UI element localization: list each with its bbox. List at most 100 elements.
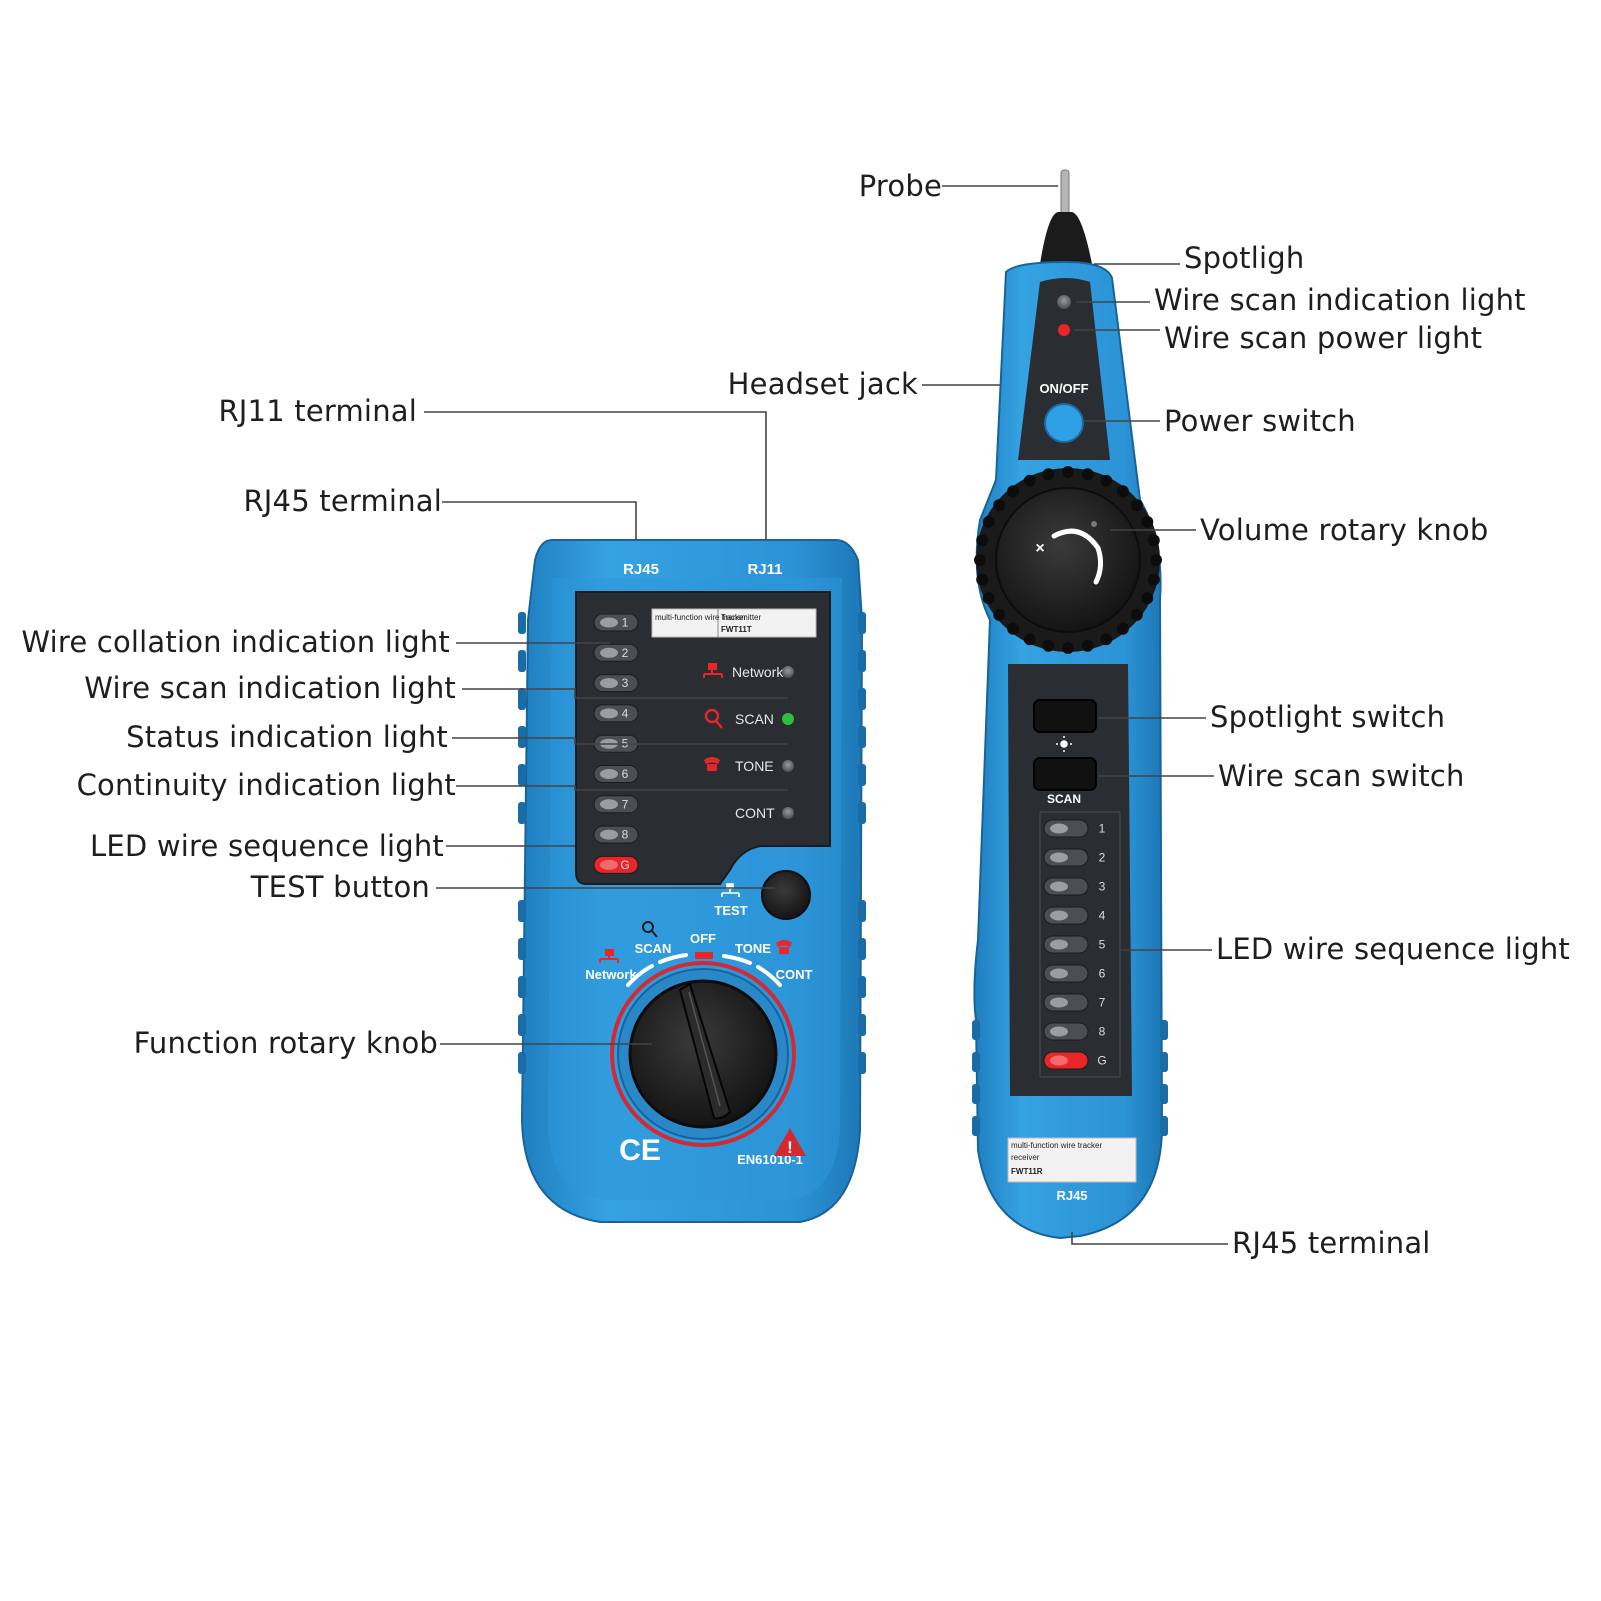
dial-scan-icon	[642, 921, 658, 938]
knob-ridge	[1062, 642, 1074, 654]
rx-led-number: 2	[1099, 851, 1106, 865]
knob-ridge	[1042, 468, 1055, 481]
label-continuity-light: Continuity indication light	[77, 768, 456, 802]
knob-ridge	[993, 499, 1006, 512]
knob-ridge	[976, 534, 989, 547]
dial-network-label: Network	[585, 967, 637, 982]
knob-ridge	[976, 573, 989, 586]
transmitter-grip-left	[518, 612, 526, 1074]
transmitter-grip-right	[858, 612, 866, 1074]
tx-led-number: 6	[622, 767, 629, 781]
knob-ridge	[1150, 554, 1162, 566]
knob-ridge	[1141, 592, 1154, 605]
label-rj11-terminal: RJ11 terminal	[218, 394, 417, 428]
scan-led	[782, 713, 794, 725]
tx-led-dot	[600, 647, 618, 658]
dial-off-marker	[695, 952, 713, 959]
rx-led-dot	[1050, 1055, 1068, 1066]
knob-ridge	[993, 608, 1006, 621]
rx-led-number: 1	[1099, 822, 1106, 836]
knob-ridge	[982, 592, 995, 605]
left-labels: RJ11 terminal RJ45 terminal Wire collati…	[21, 394, 456, 1060]
knob-ridge	[1023, 633, 1036, 646]
badge-tx-line2: Transmitter	[721, 613, 761, 622]
status-network-label: Network	[732, 664, 784, 680]
rx-led-dot	[1050, 881, 1068, 892]
label-status-light: Status indication light	[126, 720, 448, 754]
right-labels: Probe Spotligh Wire scan indication ligh…	[728, 169, 1570, 1260]
volume-rotary-knob[interactable]: ×	[974, 466, 1162, 654]
label-headset-jack: Headset jack	[728, 367, 918, 401]
warning-icon: !	[774, 1128, 806, 1157]
tx-led-number: 3	[622, 676, 629, 690]
rx-led-dot	[1050, 939, 1068, 950]
label-wire-scan-light-rx: Wire scan indication light	[1154, 283, 1526, 317]
spotlight-switch-button[interactable]	[1033, 699, 1097, 733]
tx-led-dot	[600, 678, 618, 689]
status-scan: SCAN	[704, 708, 794, 729]
badge-rx-line1: multi-function wire tracker	[1011, 1141, 1102, 1150]
label-volume-knob: Volume rotary knob	[1200, 513, 1488, 547]
label-function-knob: Function rotary knob	[134, 1026, 438, 1060]
leader-lines	[424, 185, 1228, 1245]
tx-led-number: 4	[622, 706, 629, 720]
test-button[interactable]: TEST	[714, 870, 811, 920]
dial-tone-label: TONE	[735, 941, 771, 956]
knob-ridge	[1007, 622, 1020, 635]
receiver-scan-indicator-led	[1057, 295, 1071, 309]
status-tone-label: TONE	[735, 758, 774, 774]
rx-led-dot	[1050, 968, 1068, 979]
rx-led-dot	[1050, 997, 1068, 1008]
label-spotlight-switch: Spotlight switch	[1210, 700, 1445, 734]
rx-led-dot	[1050, 1026, 1068, 1037]
tx-led-dot	[600, 799, 618, 810]
knob-ridge	[1042, 639, 1055, 652]
network-led	[782, 666, 794, 678]
label-wire-scan-switch: Wire scan switch	[1218, 759, 1465, 793]
badge-tx-line1: multi-function wire tracker	[655, 613, 746, 622]
dial-network-icon	[599, 949, 619, 963]
knob-ridge	[1081, 468, 1094, 481]
scan-switch-label: SCAN	[1047, 792, 1081, 806]
knob-ridge	[1116, 485, 1129, 498]
rx-led-number: 8	[1099, 1025, 1106, 1039]
rj45-port-label: RJ45	[623, 561, 659, 578]
knob-ridge	[1147, 573, 1160, 586]
transmitter-led-panel	[575, 591, 831, 885]
badge-rx-model: FWT11R	[1011, 1167, 1043, 1176]
knob-ridge	[1116, 622, 1129, 635]
tx-led-number: 8	[622, 828, 629, 842]
power-switch-button[interactable]	[1044, 403, 1084, 443]
rx-led-dot	[1050, 823, 1068, 834]
receiver-power-led	[1058, 324, 1070, 336]
knob-ridge	[1100, 474, 1113, 487]
knob-ridge	[974, 554, 986, 566]
phone-icon	[704, 757, 720, 771]
label-led-sequence-light: LED wire sequence light	[90, 829, 444, 863]
label-rj45-terminal-rx: RJ45 terminal	[1232, 1226, 1431, 1260]
onoff-label: ON/OFF	[1039, 381, 1088, 396]
knob-ridge	[1081, 639, 1094, 652]
dial-scan-label: SCAN	[635, 941, 672, 956]
label-rj45-terminal: RJ45 terminal	[243, 484, 442, 518]
function-dial-labels: Network SCAN OFF TONE CONT	[585, 921, 813, 987]
rx-led-number: 4	[1099, 909, 1106, 923]
rx-led-number: G	[1097, 1054, 1106, 1068]
function-rotary-knob[interactable]	[610, 961, 796, 1147]
badge-rx-line2: receiver	[1011, 1153, 1040, 1162]
rx-led-dot	[1050, 852, 1068, 863]
wire-scan-switch-button[interactable]	[1033, 757, 1097, 791]
label-led-sequence-light-rx: LED wire sequence light	[1216, 932, 1570, 966]
tone-led	[782, 760, 794, 772]
dial-cont-label: CONT	[776, 967, 813, 982]
knob-ridge	[1100, 633, 1113, 646]
badge-tx-model: FWT11T	[721, 625, 752, 634]
tx-led-number: G	[620, 858, 629, 872]
tx-led-number: 2	[622, 646, 629, 660]
knob-ridge	[1147, 534, 1160, 547]
